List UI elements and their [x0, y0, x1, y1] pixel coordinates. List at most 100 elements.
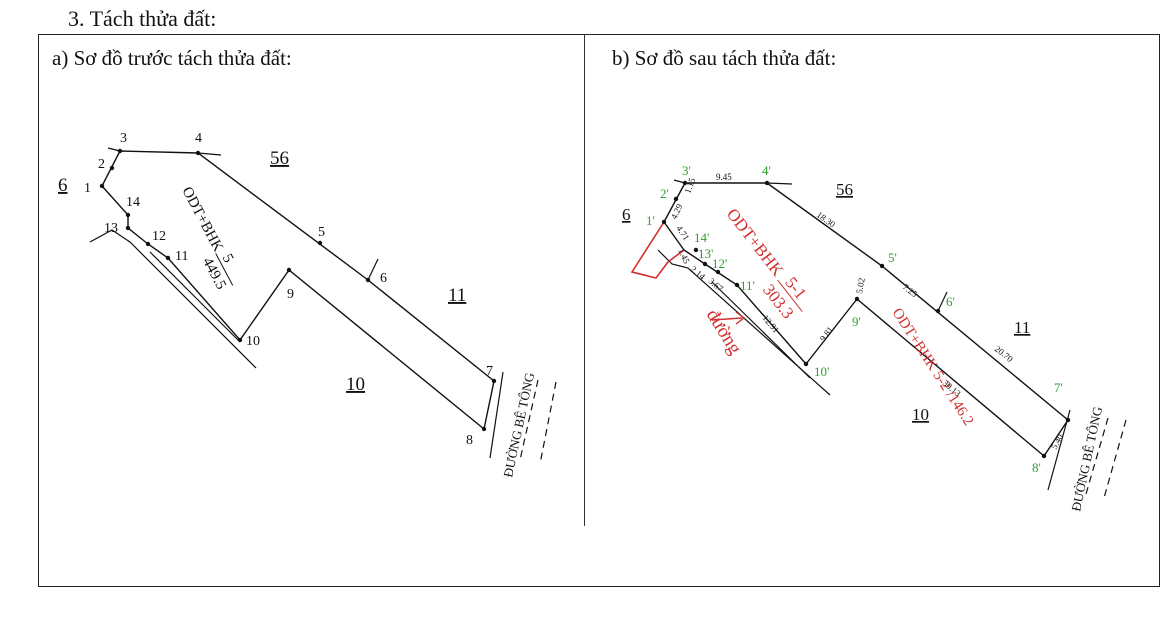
parcel-b1-land-type: ODT+BHK [723, 205, 788, 281]
vertex-a-11 [165, 255, 171, 261]
road-strip-a-inner [149, 251, 241, 343]
concrete-road-b-line [1047, 409, 1071, 491]
point-label: 8' [1032, 460, 1041, 475]
boundary-tick-6 [367, 258, 379, 281]
dimension-3-4: 9.45 [716, 172, 732, 182]
point-label: 9' [852, 314, 861, 329]
vertex-b-9 [854, 296, 860, 302]
diagram-frame [38, 34, 1160, 587]
point-label: 5 [318, 225, 325, 240]
vertex-b-1 [661, 219, 667, 225]
point-label: 13 [104, 221, 118, 236]
parcel-b-dividing-boundary [856, 298, 1045, 457]
point-label: 14 [126, 195, 140, 210]
vertex-b-13 [702, 261, 708, 267]
vertex-b-2 [673, 196, 679, 202]
vertex-b-8 [1041, 453, 1047, 459]
vertex-a-13 [125, 225, 131, 231]
point-label: 4' [762, 163, 771, 178]
road-strip-b [657, 249, 831, 396]
point-label: 6 [380, 271, 387, 286]
vertex-b-14 [693, 247, 699, 253]
parcel-b-road-edge [1043, 419, 1069, 457]
boundary-tick-4b [766, 182, 793, 185]
panel-b-drawing [630, 179, 1127, 499]
point-label: 5' [888, 250, 897, 265]
parcel-b1-fraction-bar [777, 279, 803, 313]
panel-a-drawing [89, 147, 557, 465]
vertex-b-5 [879, 263, 885, 269]
parcel-a-land-type: ODT+BHK [178, 184, 226, 254]
point-label: 10 [246, 334, 260, 349]
parcel-b2-label: ODT+BHK 5-2 /146.2 [889, 305, 977, 428]
concrete-road-a-line [489, 371, 504, 459]
point-label: 10' [814, 364, 829, 379]
point-label: 7 [486, 364, 493, 379]
vertex-b-12 [715, 269, 721, 275]
panel-a-title: a) Sơ đồ trước tách thửa đất: [52, 46, 292, 70]
dimension-5-9: 5.02 [854, 277, 867, 294]
panel-divider [584, 34, 585, 526]
parcel-a-upper-boundary [101, 150, 495, 382]
point-label: 4 [195, 131, 202, 146]
vertex-b-10 [803, 361, 809, 367]
point-label: 1' [646, 213, 655, 228]
point-label: 12' [712, 256, 727, 271]
vertex-b-6 [935, 308, 941, 314]
point-label: 2' [660, 186, 669, 201]
boundary-tick-6b [937, 291, 948, 312]
vertex-b-11 [734, 282, 740, 288]
dimension-2-3: 1.15 [682, 176, 697, 195]
neighbor-bottom-a: 10 [346, 374, 365, 395]
vertex-a-12 [145, 241, 151, 247]
vertex-a-8 [481, 426, 487, 432]
point-label: 8 [466, 433, 473, 448]
split-line [805, 298, 858, 365]
concrete-road-a-label: ĐƯỜNG BÊ TÔNG [500, 371, 537, 478]
vertex-a-1 [99, 183, 105, 189]
panel-a-neighbors: 6 56 11 10 [58, 148, 466, 395]
road-strip-a [89, 229, 257, 369]
panel-b-title: b) Sơ đồ sau tách thửa đất: [612, 46, 837, 70]
parcel-a-label: ODT+BHK 5 449.5 [178, 184, 236, 292]
vertex-b-3 [682, 180, 688, 186]
point-label: 14' [694, 230, 709, 245]
point-label: 6' [946, 294, 955, 309]
neighbor-bottom-b: 10 [912, 405, 929, 424]
vertex-a-5 [317, 240, 323, 246]
dimension-9-10: 9.81 [818, 325, 836, 344]
road-arrow-head [735, 311, 746, 325]
dimension-13-12: 2.14 [689, 264, 708, 282]
point-label: 12 [152, 229, 166, 244]
panel-b-point-labels: 1' 2' 3' 4' 5' 6' 7' 8' 9' 10' 11' 12' 1… [646, 163, 1063, 475]
vertex-a-4 [195, 150, 201, 156]
concrete-road-a-dash2 [539, 381, 557, 465]
concrete-road-a-dash [519, 379, 539, 461]
concrete-road-b-dash2 [1103, 419, 1127, 499]
panel-b-neighbors: 6 56 11 10 [622, 180, 1030, 424]
point-label: 13' [698, 246, 713, 261]
dimension-1-2: 4.29 [669, 202, 685, 221]
vertex-a-7 [491, 378, 497, 384]
dimension-14-13: 1.45 [676, 247, 692, 266]
panel-b-vertices [661, 180, 1071, 459]
point-label: 2 [98, 157, 105, 172]
point-label: 11 [175, 249, 188, 264]
neighbor-left-a: 6 [58, 175, 68, 196]
dimension-12-11: 3.67 [707, 276, 726, 294]
neighbor-top-b: 56 [836, 180, 853, 199]
neighbor-top-a: 56 [270, 148, 289, 169]
parcel-a-lower-boundary [101, 185, 485, 430]
vertex-b-7 [1065, 417, 1071, 423]
point-label: 3' [682, 163, 691, 178]
neighbor-right-a: 11 [448, 285, 466, 306]
neighbor-left-b: 6 [622, 205, 631, 224]
boundary-tick-4 [197, 152, 222, 156]
road-strip-b-inner [711, 281, 811, 379]
dimension-5-6: 7.25 [901, 282, 920, 300]
panel-a-point-labels: 1 2 3 4 5 6 7 8 9 10 11 12 13 14 [84, 131, 493, 448]
vertex-a-14 [125, 212, 131, 218]
vertex-a-9 [286, 267, 292, 273]
vertex-a-2 [109, 165, 115, 171]
